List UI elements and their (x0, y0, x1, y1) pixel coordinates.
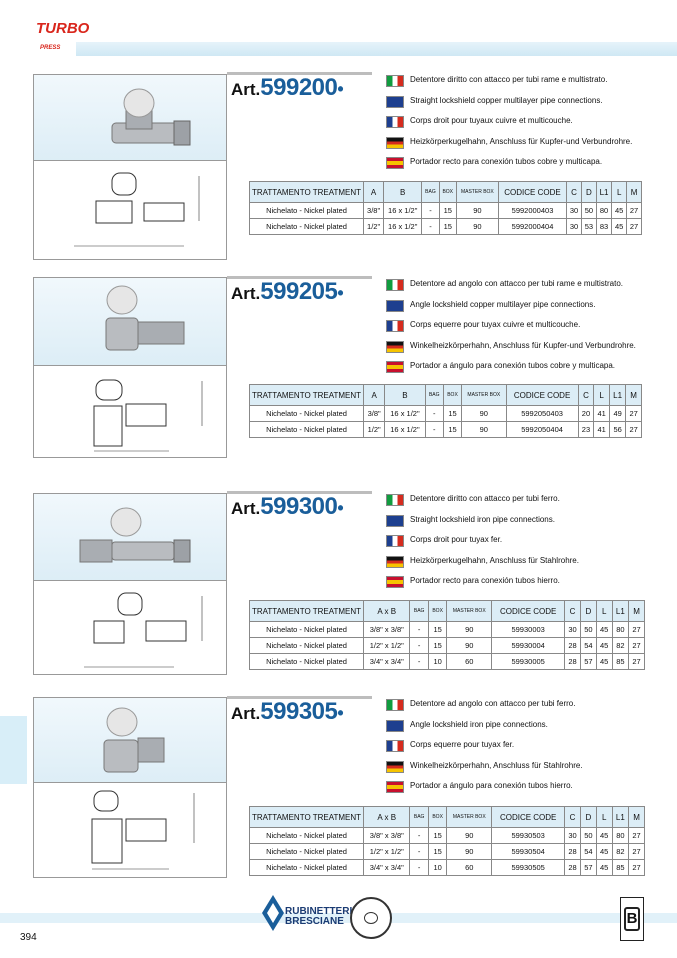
page-number: 394 (20, 932, 37, 943)
spain-flag-icon (386, 781, 404, 793)
valve-photo-icon (111, 88, 191, 146)
france-flag-icon (386, 535, 404, 547)
spain-flag-icon (386, 576, 404, 588)
technical-drawing (33, 782, 227, 878)
table-header-row: TRATTAMENTO TREATMENT A B BAG BOX MASTER… (248, 181, 642, 203)
iso-certification-seal-icon (350, 897, 392, 939)
dimension-drawing-icon (91, 790, 195, 870)
table-header-row: TRATTAMENTO TREATMENT A B BAG BOX MASTER… (248, 384, 642, 406)
uk-flag-icon (386, 299, 404, 312)
rb-logo-icon (262, 895, 284, 931)
article-title: Art.599300• (231, 493, 344, 520)
germany-flag-icon (386, 555, 404, 568)
product-photo (33, 697, 227, 788)
footer-band (0, 913, 677, 923)
dimension-drawing-icon (93, 379, 203, 452)
technical-drawing (33, 160, 227, 260)
germany-flag-icon (386, 340, 404, 353)
spec-table: TRATTAMENTO TREATMENT A B BAG BOX MASTER… (248, 384, 642, 438)
spain-flag-icon (386, 361, 404, 373)
article-title: Art.599205• (231, 278, 344, 305)
brand-name: RUBINETTERIE BRESCIANE (285, 906, 359, 927)
spain-flag-icon (386, 157, 404, 169)
description-list: Detentore ad angolo con attacco per tubi… (386, 698, 671, 801)
valve-photo-icon (103, 707, 165, 773)
table-header-row: TRATTAMENTO TREATMENT A x B BAG BOX MAST… (248, 600, 645, 622)
article-title: Art.599200• (231, 74, 344, 101)
valve-photo-icon (105, 285, 185, 351)
description-list: Detentore diritto con attacco per tubi r… (386, 74, 671, 177)
product-photo (33, 493, 227, 584)
uk-flag-icon (386, 514, 404, 527)
italy-flag-icon (386, 279, 404, 291)
uk-flag-icon (386, 95, 404, 108)
section-side-tab (0, 716, 27, 784)
uk-flag-icon (386, 719, 404, 732)
technical-drawing (33, 365, 227, 458)
italy-flag-icon (386, 75, 404, 87)
italy-flag-icon (386, 699, 404, 711)
spec-table: TRATTAMENTO TREATMENT A x B BAG BOX MAST… (248, 806, 645, 876)
dimension-drawing-icon (84, 592, 203, 668)
technical-drawing (33, 580, 227, 675)
description-list: Detentore diritto con attacco per tubi f… (386, 493, 671, 596)
description-list: Detentore ad angolo con attacco per tubi… (386, 278, 671, 381)
table-header-row: TRATTAMENTO TREATMENT A x B BAG BOX MAST… (248, 806, 645, 828)
dimension-drawing-icon (74, 172, 200, 247)
spec-table: TRATTAMENTO TREATMENT A x B BAG BOX MAST… (248, 600, 645, 670)
germany-flag-icon (386, 136, 404, 149)
france-flag-icon (386, 116, 404, 128)
france-flag-icon (386, 740, 404, 752)
article-title: Art.599305• (231, 698, 344, 725)
brand-logo: TURBO (36, 20, 90, 37)
spec-table: TRATTAMENTO TREATMENT A B BAG BOX MASTER… (248, 181, 642, 235)
valve-photo-icon (79, 507, 191, 563)
italy-flag-icon (386, 494, 404, 506)
brand-logo-sub: PRESS (40, 45, 61, 51)
header-band (76, 42, 677, 56)
product-photo (33, 74, 227, 165)
germany-flag-icon (386, 760, 404, 773)
b-mark-stamp-icon: B (620, 897, 644, 941)
france-flag-icon (386, 320, 404, 332)
product-photo (33, 277, 227, 368)
